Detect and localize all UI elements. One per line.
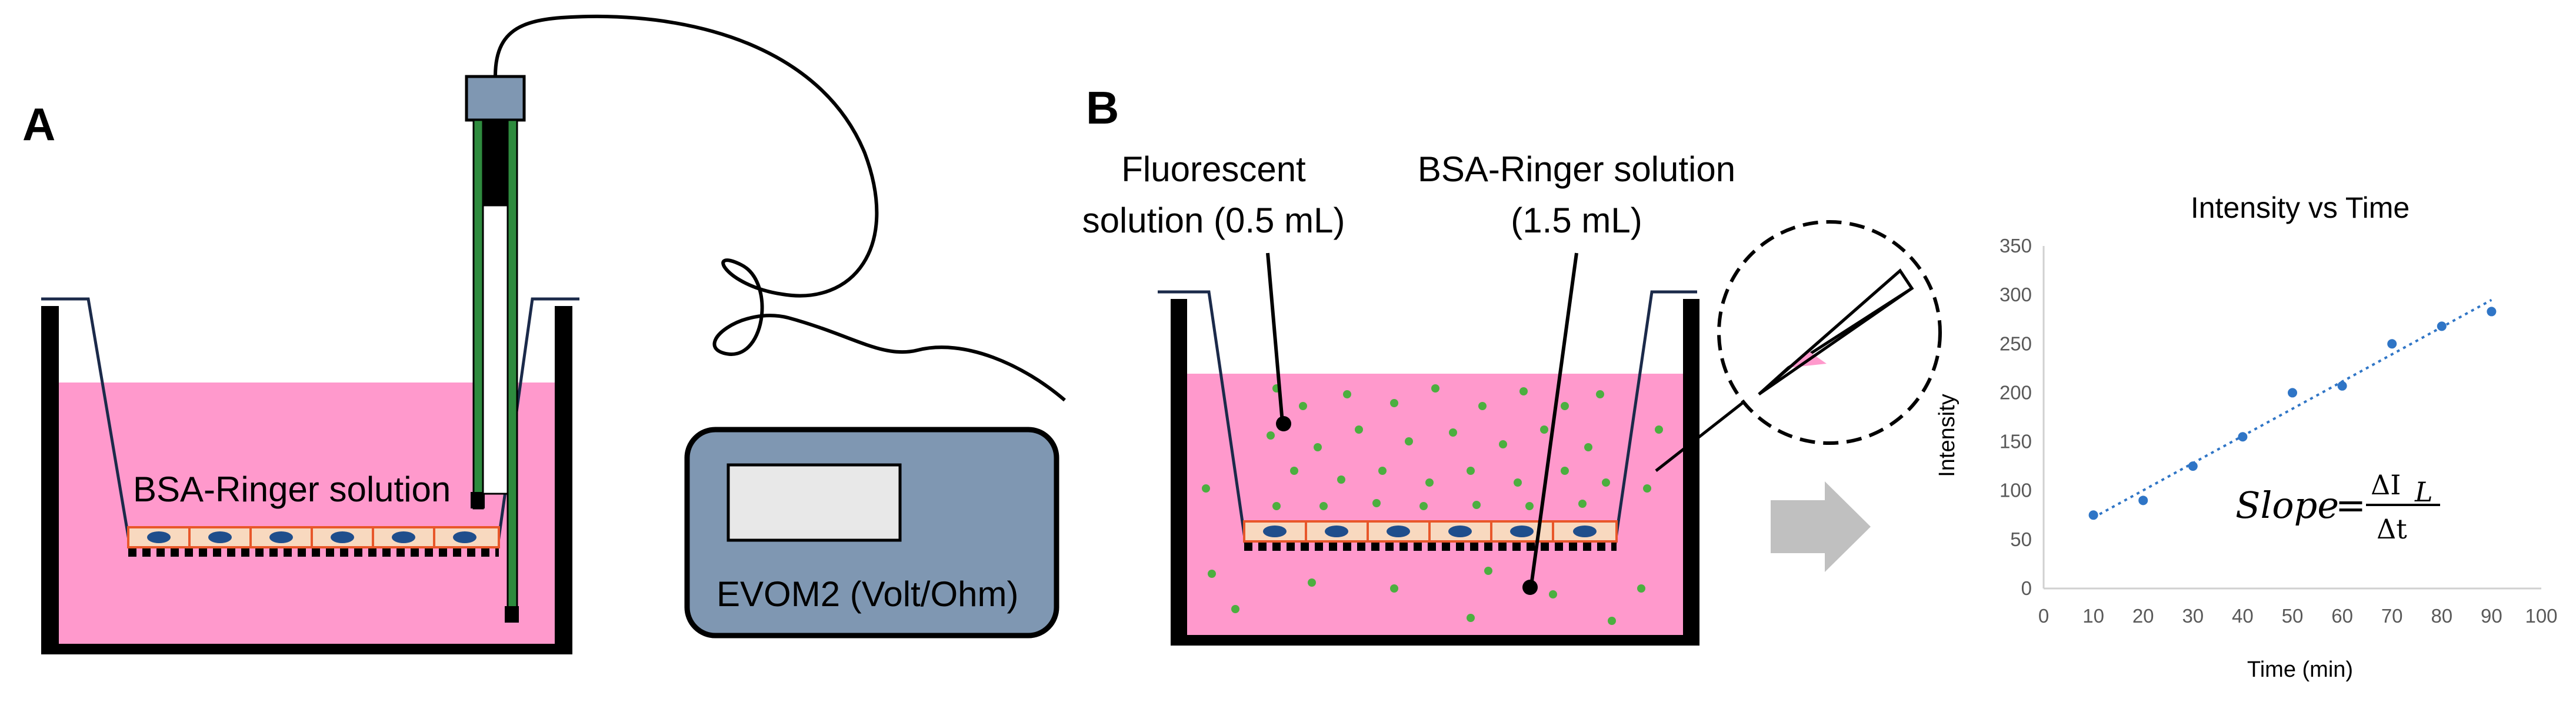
- x-tick-label: 90: [2481, 605, 2502, 627]
- panel-a-insert-left: [41, 297, 132, 551]
- trendline: [2092, 298, 2492, 519]
- fluorescent-leader-dot: [1276, 416, 1291, 431]
- panel-a-insert-medium: [101, 383, 512, 547]
- y-tick-label: 0: [2021, 577, 2032, 599]
- panel-b-letter: B: [1086, 82, 1119, 134]
- panel-a-solution-label: BSA-Ringer solution: [133, 470, 451, 509]
- ringer-label-line2: (1.5 mL): [1511, 201, 1642, 240]
- slope-numerator-subscript: L: [2414, 476, 2433, 508]
- x-tick-label: 40: [2232, 605, 2254, 627]
- y-axis-title: Intensity: [1935, 394, 1960, 477]
- fluorescent-particles: [1202, 384, 1663, 625]
- pipette-zoom: [1655, 220, 1942, 472]
- data-point: [2337, 381, 2347, 391]
- data-points: [2088, 307, 2497, 520]
- ringer-leader-dot: [1522, 580, 1538, 595]
- data-point: [2238, 432, 2248, 442]
- ringer-label-line1: BSA-Ringer solution: [1418, 149, 1735, 189]
- panel-a-cell-layer: [127, 526, 500, 548]
- y-tick-label: 50: [2010, 528, 2032, 550]
- panel-a-letter: A: [22, 98, 55, 150]
- x-tick-labels: 0 10 20 30 40 50 60 70 80 90 100: [2038, 605, 2558, 627]
- panel-b: B Fluorescent solution (0.5 mL) BSA-Ring…: [1082, 82, 1942, 646]
- x-tick-label: 80: [2431, 605, 2452, 627]
- panel-b-medium: [1187, 374, 1683, 635]
- slope-equals: =: [2335, 484, 2366, 527]
- x-axis-title: Time (min): [2247, 657, 2353, 682]
- fluorescent-label-line1: Fluorescent: [1121, 149, 1306, 189]
- x-tick-label: 10: [2082, 605, 2104, 627]
- ringer-leader-line: [1529, 252, 1578, 586]
- data-point: [2437, 321, 2447, 331]
- data-point: [2138, 495, 2148, 506]
- x-tick-label: 50: [2282, 605, 2304, 627]
- panel-b-cell-layer: [1243, 520, 1618, 543]
- electrode-probe: [465, 75, 526, 623]
- y-tick-label: 150: [2000, 431, 2032, 453]
- y-tick-label: 250: [2000, 332, 2032, 354]
- fluorescent-label-line2: solution (0.5 mL): [1082, 201, 1345, 240]
- evom2-device: EVOM2 (Volt/Ohm): [684, 427, 1059, 638]
- x-tick-label: 70: [2381, 605, 2403, 627]
- flow-arrow: [1771, 481, 1871, 572]
- evom2-screen: [727, 463, 902, 542]
- data-point: [2387, 339, 2397, 349]
- x-tick-label: 60: [2331, 605, 2353, 627]
- y-tick-label: 200: [2000, 381, 2032, 403]
- data-point: [2487, 307, 2497, 317]
- x-tick-label: 100: [2525, 605, 2557, 627]
- panel-b-insert-right: [1613, 290, 1697, 547]
- x-tick-label: 0: [2038, 605, 2049, 627]
- data-point: [2288, 388, 2297, 398]
- data-point: [2188, 461, 2198, 471]
- x-tick-label: 30: [2182, 605, 2204, 627]
- x-tick-label: 20: [2132, 605, 2154, 627]
- slope-numerator: ΔI: [2371, 469, 2401, 501]
- slope-word: Slope: [2235, 484, 2339, 527]
- panel-b-insert-left: [1158, 290, 1248, 547]
- y-tick-labels: 0 50 100 150 200 250 300 350: [2000, 235, 2032, 599]
- data-point: [2088, 510, 2098, 520]
- chart-title: Intensity vs Time: [2191, 191, 2410, 224]
- evom2-label: EVOM2 (Volt/Ohm): [717, 574, 1018, 614]
- fluorescent-leader-line: [1266, 252, 1284, 423]
- y-tick-label: 350: [2000, 235, 2032, 257]
- y-tick-label: 300: [2000, 284, 2032, 305]
- slope-denominator: Δt: [2377, 513, 2407, 545]
- y-tick-label: 100: [2000, 480, 2032, 501]
- slope-annotation: Slope = ΔI L Δt: [2235, 469, 2440, 545]
- intensity-time-chart: Intensity vs Time 050100150200250300350 …: [1935, 191, 2558, 682]
- panel-a: A BSA-Ringer solution: [22, 14, 1066, 654]
- electrode-cable: [494, 14, 1066, 402]
